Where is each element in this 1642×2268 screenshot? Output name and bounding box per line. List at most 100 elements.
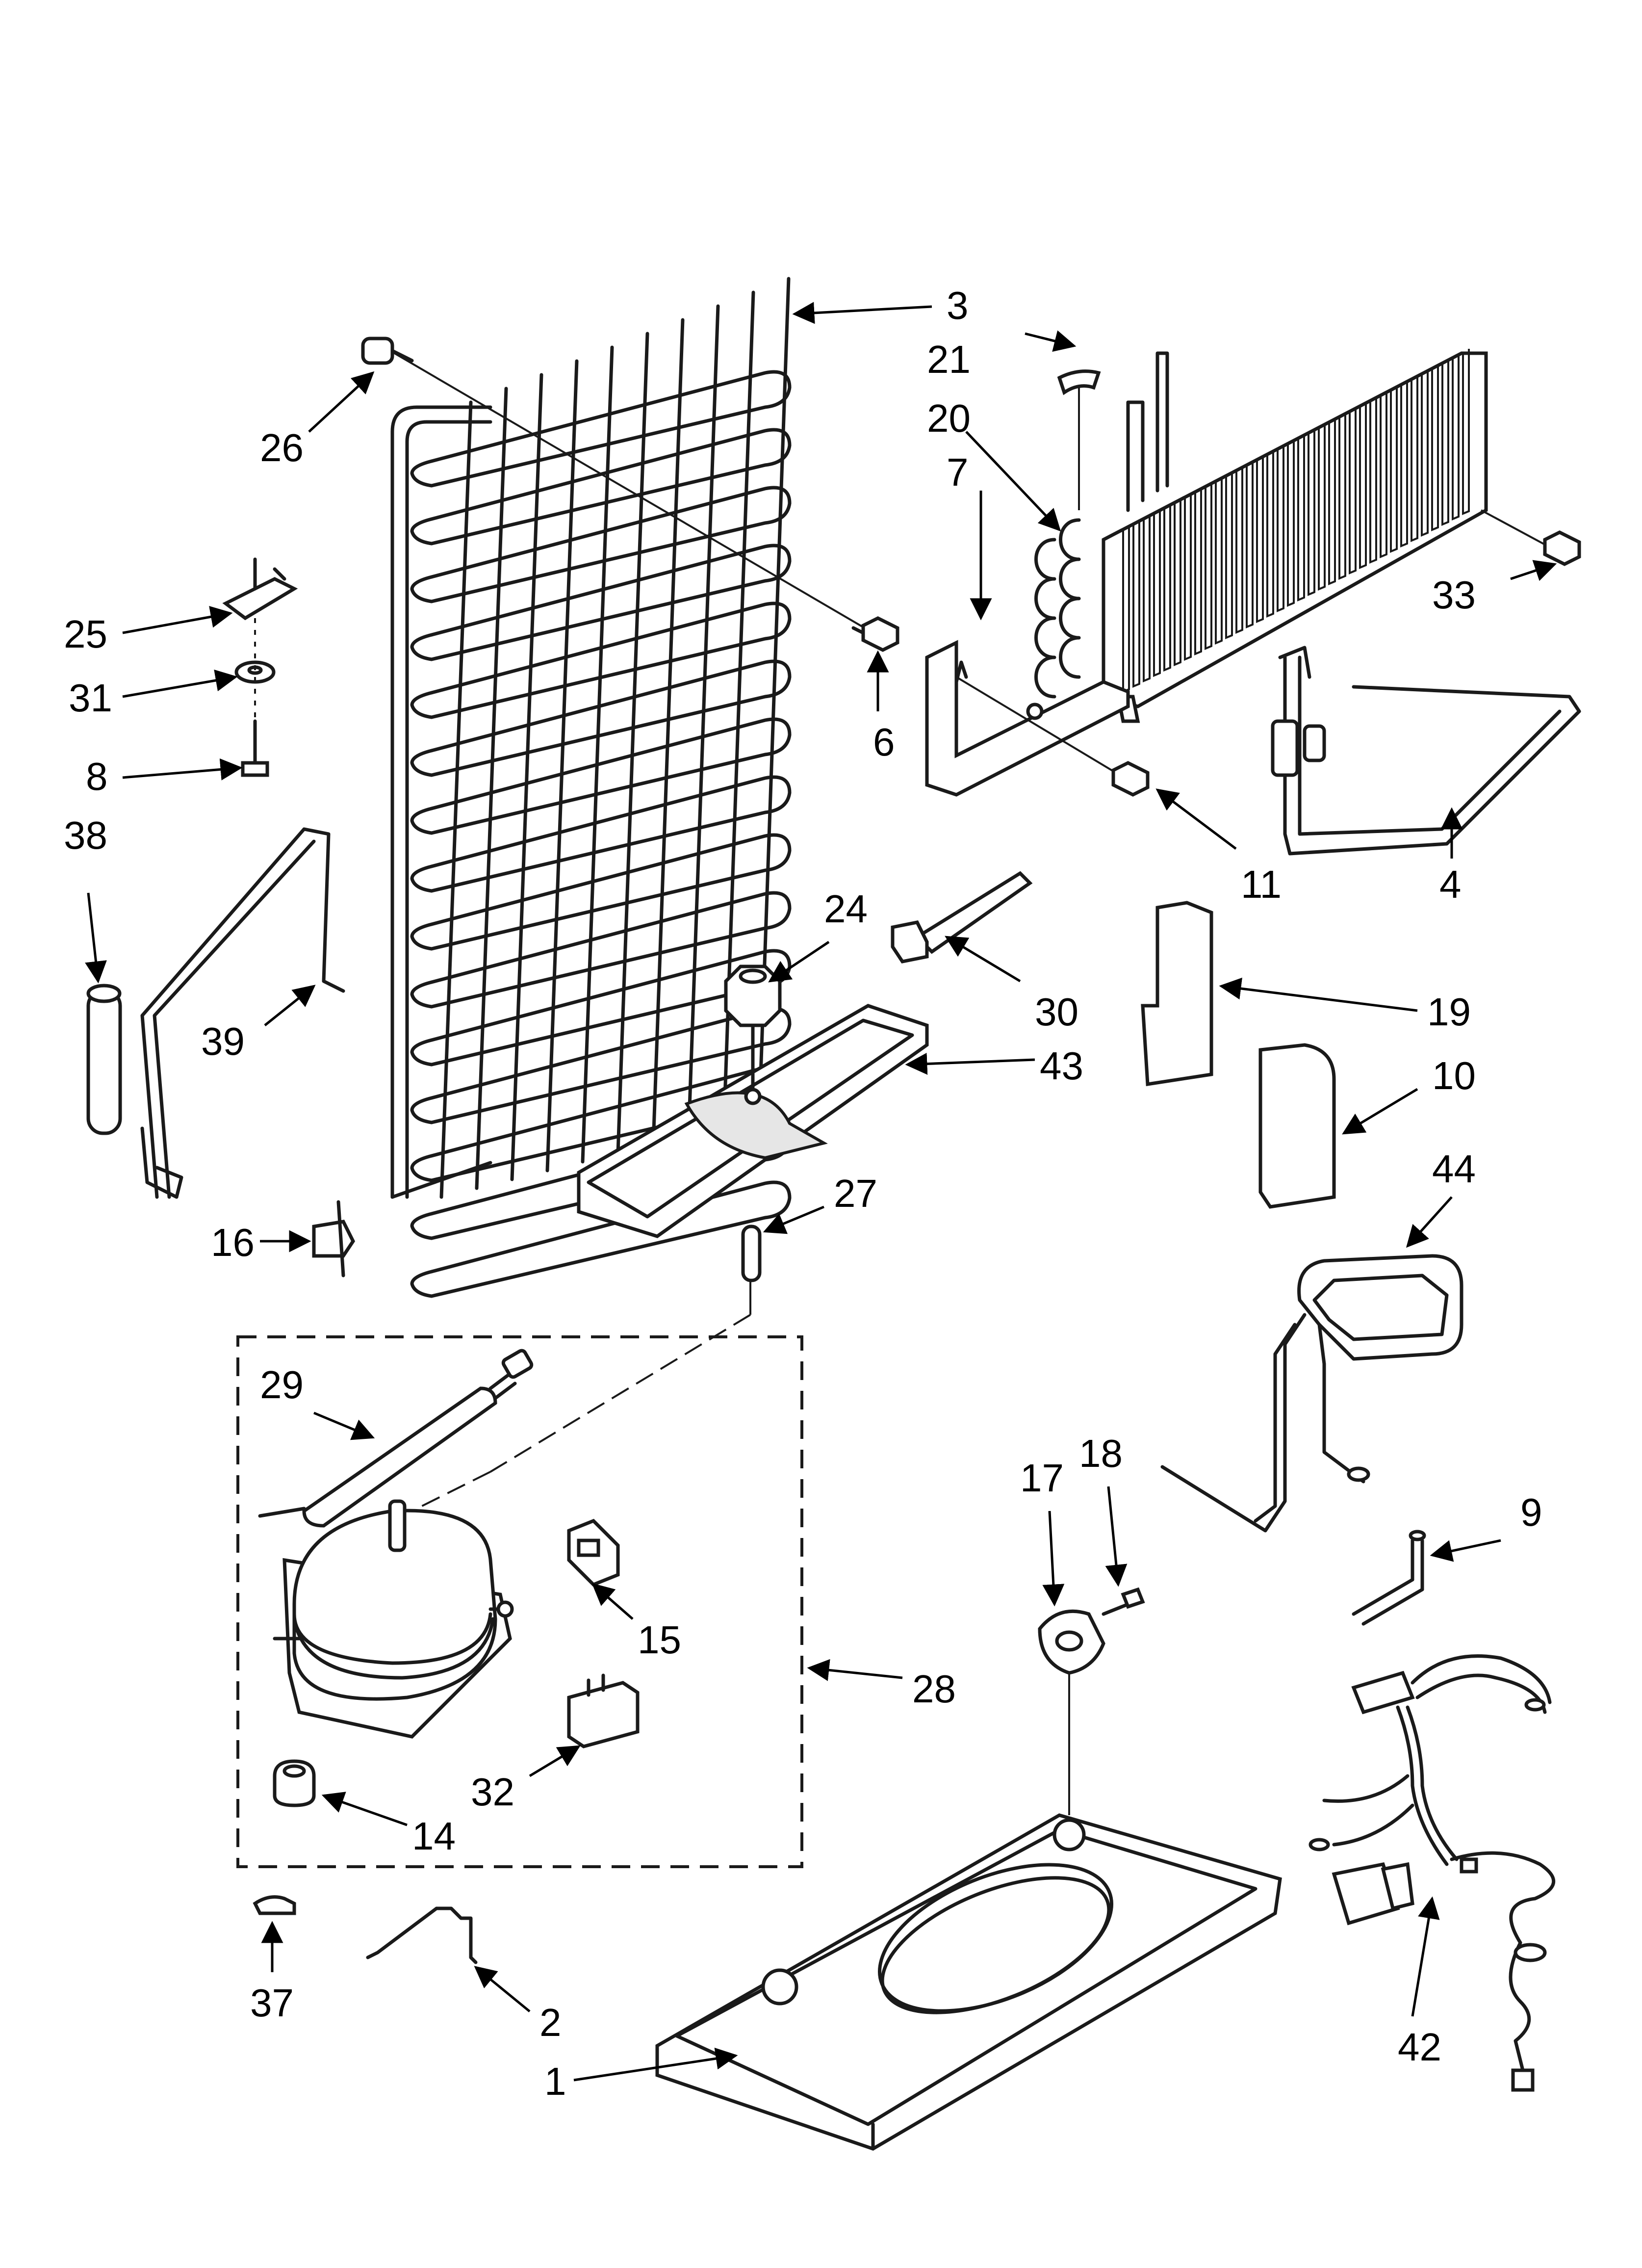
coil-bend bbox=[410, 1096, 434, 1124]
callout-25: 25 bbox=[64, 612, 107, 656]
tube-part-9 bbox=[1352, 1530, 1426, 1626]
evaporator-fin bbox=[1400, 381, 1408, 547]
coil-wire bbox=[687, 304, 720, 1137]
evaporator-fin bbox=[1390, 387, 1398, 553]
evaporator-fin bbox=[1369, 397, 1377, 564]
evaporator-fin bbox=[1225, 473, 1233, 639]
coil-wire bbox=[651, 318, 685, 1146]
evaporator-fin bbox=[1132, 521, 1140, 688]
callout-24: 24 bbox=[824, 887, 868, 931]
compressor bbox=[273, 1499, 514, 1739]
evaporator-fin bbox=[1359, 403, 1367, 569]
screw-part-6 bbox=[851, 616, 899, 652]
callout-27: 27 bbox=[834, 1172, 877, 1215]
callout-2: 2 bbox=[539, 2001, 562, 2044]
coil-bend bbox=[410, 749, 434, 777]
evaporator-fin bbox=[1318, 424, 1326, 591]
foam-block-part-10 bbox=[1258, 1043, 1336, 1209]
bolt-part-26 bbox=[361, 337, 414, 365]
callout-6: 6 bbox=[873, 720, 895, 764]
wire-harness-part-42 bbox=[1308, 1654, 1555, 2092]
evaporator-fin bbox=[1205, 484, 1212, 650]
callout-7: 7 bbox=[947, 450, 969, 494]
evaporator-fin bbox=[1462, 349, 1470, 515]
coil-wire bbox=[581, 345, 614, 1164]
coil-bend bbox=[410, 807, 434, 835]
callout-44: 44 bbox=[1432, 1147, 1476, 1191]
callout-1: 1 bbox=[544, 2059, 566, 2103]
screw-part-8 bbox=[241, 719, 269, 777]
coil-wire bbox=[616, 332, 649, 1155]
coil-bend bbox=[410, 1154, 434, 1182]
evaporator-fin bbox=[1338, 414, 1346, 580]
evaporator-fin bbox=[1431, 365, 1439, 531]
condenser-tube-part-44 bbox=[1160, 1254, 1463, 1533]
coil-loop bbox=[430, 370, 792, 488]
evaporator-fin bbox=[1266, 451, 1274, 618]
callout-15: 15 bbox=[638, 1618, 681, 1662]
evaporator-fin bbox=[1328, 419, 1336, 585]
coil-bend bbox=[410, 633, 434, 661]
coil-loop bbox=[430, 891, 792, 1009]
callout-20: 20 bbox=[927, 396, 971, 440]
callout-labels: 1 2 3 4 6 7 8 9 10 11 14 15 16 17 18 19 … bbox=[64, 284, 1542, 2103]
callout-28: 28 bbox=[912, 1667, 956, 1711]
callout-31: 31 bbox=[69, 676, 112, 720]
evaporator-fin bbox=[1246, 462, 1254, 628]
coil-bend bbox=[410, 517, 434, 546]
bracket-part-25 bbox=[222, 557, 298, 621]
coil-bend bbox=[410, 575, 434, 603]
clip-part-16 bbox=[312, 1200, 356, 1277]
coil-loop bbox=[430, 544, 792, 661]
drier-part-29 bbox=[258, 1349, 534, 1528]
coil-loop bbox=[430, 486, 792, 603]
callout-39: 39 bbox=[201, 1019, 245, 1063]
callout-11: 11 bbox=[1241, 862, 1282, 906]
defrost-heater-part-4 bbox=[1271, 646, 1581, 856]
relay-part-15 bbox=[567, 1518, 620, 1587]
evaporator-part-20 bbox=[1034, 349, 1488, 723]
callout-42: 42 bbox=[1398, 2025, 1441, 2069]
screw-part-11 bbox=[1111, 761, 1150, 797]
callout-32: 32 bbox=[471, 1770, 514, 1814]
evaporator-fin bbox=[1297, 435, 1305, 601]
coil-bend bbox=[410, 980, 434, 1009]
callout-19: 19 bbox=[1427, 990, 1471, 1034]
evaporator-fin bbox=[1256, 457, 1264, 623]
coil-bend bbox=[410, 1038, 434, 1067]
callout-16: 16 bbox=[211, 1221, 255, 1264]
foam-block-part-19 bbox=[1141, 901, 1213, 1087]
clip-part-37 bbox=[253, 1895, 296, 1915]
clip-part-21 bbox=[1057, 369, 1101, 510]
wire-part-2 bbox=[366, 1906, 478, 1964]
callout-17: 17 bbox=[1020, 1456, 1064, 1500]
evaporator-fin bbox=[1349, 408, 1357, 574]
evaporator-fin bbox=[1174, 500, 1181, 666]
coil-wire bbox=[475, 387, 508, 1190]
capacitor-part-32 bbox=[567, 1673, 640, 1748]
drain-tube-part-27 bbox=[392, 1225, 762, 1522]
coil-bend bbox=[410, 922, 434, 951]
callout-8: 8 bbox=[86, 755, 108, 798]
callout-37: 37 bbox=[250, 1981, 294, 2025]
base-part-1 bbox=[655, 1813, 1282, 2151]
evaporator-fin bbox=[1194, 489, 1202, 655]
compressor-assembly-box-part-28 bbox=[236, 1335, 803, 1868]
screw-part-18 bbox=[1102, 1587, 1145, 1616]
leader-lines bbox=[85, 302, 1557, 2082]
evaporator-fin bbox=[1452, 354, 1460, 521]
coil-wire bbox=[510, 373, 543, 1181]
coil-bend bbox=[410, 864, 434, 893]
evaporator-fin bbox=[1441, 360, 1449, 526]
cable-tie-part-30 bbox=[891, 871, 1033, 964]
coil-loop bbox=[430, 833, 792, 951]
evaporator-fin bbox=[1215, 478, 1223, 645]
coil-bend bbox=[410, 459, 434, 488]
coil-loop bbox=[430, 428, 792, 546]
evaporator-fin bbox=[1235, 468, 1243, 634]
evaporator-fin bbox=[1184, 495, 1192, 661]
callout-26: 26 bbox=[260, 426, 304, 469]
callout-10: 10 bbox=[1432, 1054, 1476, 1097]
coil-wire bbox=[439, 400, 473, 1199]
